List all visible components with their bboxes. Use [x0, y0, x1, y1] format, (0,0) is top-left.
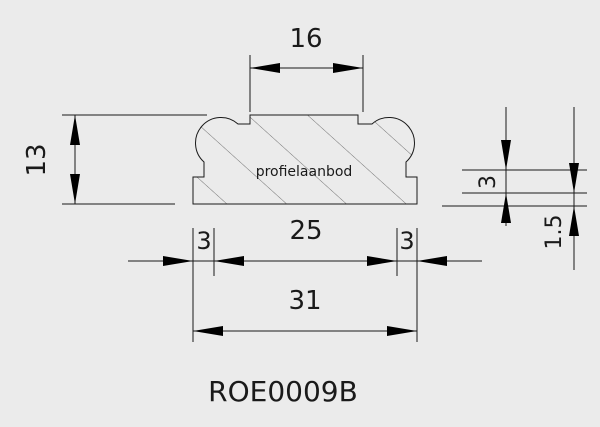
base-height-value: 1.5	[542, 215, 567, 250]
body-width-value: 25	[289, 216, 322, 246]
step-height-value: 3	[476, 175, 501, 189]
height-value: 13	[22, 143, 52, 176]
left-edge-value: 3	[196, 227, 211, 255]
profile-section	[192, 114, 418, 205]
total-width-value: 31	[288, 286, 321, 316]
side-dimensions	[442, 107, 587, 270]
top-width-value: 16	[289, 24, 322, 54]
edge-offset-dimension	[128, 228, 482, 342]
top-width-dimension	[249, 55, 364, 112]
right-edge-value: 3	[399, 227, 414, 255]
profile-label: profielaanbod	[256, 164, 353, 180]
height-dimension	[62, 114, 207, 205]
total-width-dimension	[193, 326, 417, 336]
product-code: ROE0009B	[208, 375, 358, 408]
